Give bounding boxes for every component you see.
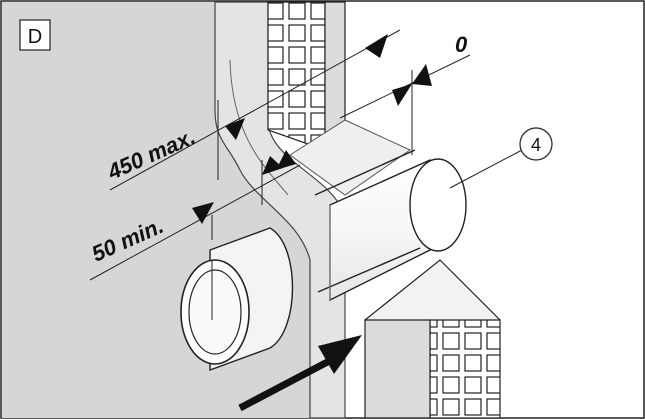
panel-label-box [19, 19, 51, 51]
offset-label: 0 [455, 32, 468, 57]
wall-curve-line [229, 59, 289, 196]
insertion-arrow [238, 335, 362, 412]
sleeve-opening [289, 119, 412, 196]
callout-circle [519, 127, 553, 161]
panel-label: D [28, 26, 42, 48]
wall-pipe [314, 149, 467, 302]
callout-label: 4 [531, 135, 541, 155]
front-pipe [180, 227, 294, 372]
lower-brick [364, 259, 501, 419]
dimension-arrows [192, 34, 432, 224]
